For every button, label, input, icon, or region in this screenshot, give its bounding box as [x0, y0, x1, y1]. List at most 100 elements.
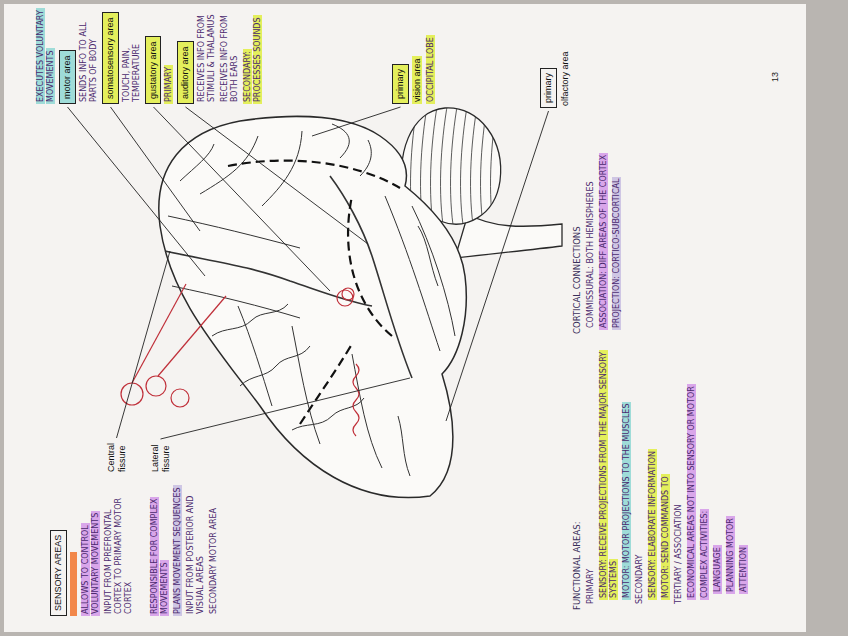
note-line: vision area — [412, 6, 423, 104]
note-line: PRIMARY — [164, 6, 174, 104]
note-text: FUNCTIONAL AREAS: — [572, 519, 582, 612]
text-column: SENSORY AREAS ALLOWS TO CONTROL VOLUNTARY… — [50, 488, 137, 616]
note-text: SENDS INFO TO ALL PARTS OF BODY — [79, 20, 98, 104]
leader-line — [111, 107, 201, 231]
note-line: MOTOR: MOTOR PROJECTIONS TO THE MUSCLES — [622, 348, 632, 612]
note-text: ECONOMICAL AREAS NOT INTO SENSORY OR MOT… — [687, 384, 696, 600]
leader-line — [312, 107, 401, 136]
box-text: SENSORY AREAS — [53, 535, 63, 611]
note-text: ALLOWS TO CONTROL VOLUNTARY MOVEMENTS — [81, 511, 100, 616]
label-box: auditory area — [177, 41, 194, 104]
note-line: EXECUTES VOLUNTARY MOVEMENTS — [36, 6, 56, 104]
box-text: auditory area — [180, 46, 190, 99]
box-text: primary — [395, 69, 405, 99]
note-text: SECONDARY — [635, 553, 644, 606]
note-text: Central fissure — [106, 441, 127, 474]
note-text: OCCIPITAL LOBE — [426, 35, 435, 104]
note-line: ASSOCIATION: DIFF AREAS OF THE CORTEX — [599, 126, 609, 336]
note-line: CORTICAL CONNECTIONS — [572, 126, 583, 336]
note-text: PRIMARY — [586, 567, 595, 606]
text-column: primary vision area OCCIPITAL LOBE — [392, 6, 439, 104]
box-text: motor area — [62, 55, 72, 99]
leader-line — [117, 251, 171, 438]
leader-line — [186, 107, 369, 244]
note-text: EXECUTES VOLUNTARY MOVEMENTS — [36, 8, 55, 104]
note-line: COMPLEX ACTIVITIES: — [700, 348, 710, 612]
note-line: PRIMARY — [586, 348, 596, 612]
note-line: SENDS INFO TO ALL PARTS OF BODY — [79, 6, 99, 104]
box-text: primary — [543, 73, 553, 103]
note-line: INPUT FROM POSTERIOR AND VISUAL AREAS — [186, 476, 206, 616]
note-line: SENSORY: ELABORATE INFORMATION — [648, 348, 658, 612]
note-text: INPUT FROM PREFRONTAL CORTEX TO PRIMARY … — [104, 496, 133, 616]
note-line: COMMISSURAL: BOTH HEMISPHERES — [586, 126, 596, 336]
note-line: SECONDARY — [635, 348, 645, 612]
note-line: ALLOWS TO CONTROL VOLUNTARY MOVEMENTS — [81, 488, 101, 616]
note-text: INPUT FROM POSTERIOR AND VISUAL AREAS — [186, 494, 205, 616]
leader-line — [161, 378, 411, 439]
note-line: Lateral fissure — [150, 424, 173, 474]
note-line: RECEIVES INFO FROM STIMULI & THALAMUS — [197, 6, 217, 104]
note-line: SENSORY: RECEIVE PROJECTIONS FROM THE MA… — [599, 348, 619, 612]
note-text: SECONDARY: PROCESSES SOUNDS — [243, 15, 262, 104]
note-text: SECONDARY MOTOR AREA — [209, 506, 218, 616]
note-text: ATTENTION — [739, 545, 748, 594]
cerebrum-outline — [159, 116, 466, 497]
note-text: RECEIVES INFO FROM STIMULI & THALAMUS — [197, 12, 216, 104]
leader-line — [446, 111, 549, 421]
note-text: CORTICAL CONNECTIONS — [572, 224, 582, 336]
note-text: ASSOCIATION: DIFF AREAS OF THE CORTEX — [599, 153, 608, 330]
box-text: gustatory area — [148, 41, 158, 99]
note-line: PLANNING MOTOR — [726, 348, 736, 612]
note-text: vision area — [412, 56, 422, 104]
note-line: SECONDARY: PROCESSES SOUNDS — [243, 6, 263, 104]
label-box: motor area — [59, 50, 76, 104]
note-line: RESPONSIBLE FOR COMPLEX MOVEMENTS — [150, 476, 170, 616]
note-line: TOUCH, PAIN, TEMPERATURE — [122, 6, 142, 104]
note-line: RECEIVES INFO FROM BOTH EARS — [220, 6, 240, 104]
note-line: OCCIPITAL LOBE — [426, 6, 436, 104]
note-text: SENSORY: RECEIVE PROJECTIONS FROM THE MA… — [599, 350, 618, 600]
note-text: 13 — [770, 70, 780, 84]
note-text: PLANS MOVEMENT SEQUENCES — [173, 485, 182, 616]
note-text: Lateral fissure — [150, 442, 171, 474]
note-line: SECONDARY MOTOR AREA — [209, 476, 219, 616]
note-text: SENSORY: ELABORATE INFORMATION — [648, 449, 657, 600]
note-text: RESPONSIBLE FOR COMPLEX MOVEMENTS — [150, 497, 169, 616]
note-text: olfactory area — [560, 49, 570, 108]
note-line: PLANS MOVEMENT SEQUENCES — [173, 476, 183, 616]
sulci — [165, 124, 455, 476]
note-line: PROJECTION: CORTICO-SUBCORTICAL — [612, 126, 622, 336]
leader-line — [154, 107, 331, 291]
note-text: PROJECTION: CORTICO-SUBCORTICAL — [612, 177, 621, 330]
note-text: MOTOR: SEND COMMANDS TO — [661, 474, 670, 600]
label-box: primary — [392, 64, 409, 104]
note-line: TERTIARY / ASSOCIATION — [674, 348, 684, 612]
note-text: TERTIARY / ASSOCIATION — [674, 502, 683, 606]
note-line: olfactory area — [560, 8, 571, 108]
note-text: COMPLEX ACTIVITIES: — [700, 509, 709, 600]
note-text: COMMISSURAL: BOTH HEMISPHERES — [586, 179, 595, 330]
label-box: SENSORY AREAS — [50, 530, 67, 616]
text-column: Lateral fissure — [150, 424, 176, 474]
note-line: FUNCTIONAL AREAS: — [572, 348, 583, 612]
note-text: LANGUAGE — [713, 545, 722, 594]
text-column: RESPONSIBLE FOR COMPLEX MOVEMENTS PLANS M… — [150, 476, 222, 616]
note-line: LANGUAGE — [713, 348, 723, 612]
leader-line — [68, 107, 206, 276]
region-dashes — [228, 161, 400, 424]
text-column: FUNCTIONAL AREAS: PRIMARY SENSORY: RECEIVE… — [572, 348, 752, 612]
note-line: MOTOR: SEND COMMANDS TO — [661, 348, 671, 612]
note-text: PLANNING MOTOR — [726, 516, 735, 594]
box-text: somatosensory area — [105, 17, 115, 99]
red-ink-marks — [121, 284, 359, 436]
note-line: ATTENTION — [739, 348, 749, 612]
note-line: Central fissure — [106, 424, 129, 474]
label-box: gustatory area — [145, 36, 162, 104]
note-line: 13 — [770, 54, 781, 84]
note-line: INPUT FROM PREFRONTAL CORTEX TO PRIMARY … — [104, 488, 134, 616]
text-column: 13 — [770, 54, 784, 84]
note-text: MOTOR: MOTOR PROJECTIONS TO THE MUSCLES — [622, 402, 631, 600]
text-column: CORTICAL CONNECTIONS COMMISSURAL: BOTH HE… — [572, 126, 625, 336]
